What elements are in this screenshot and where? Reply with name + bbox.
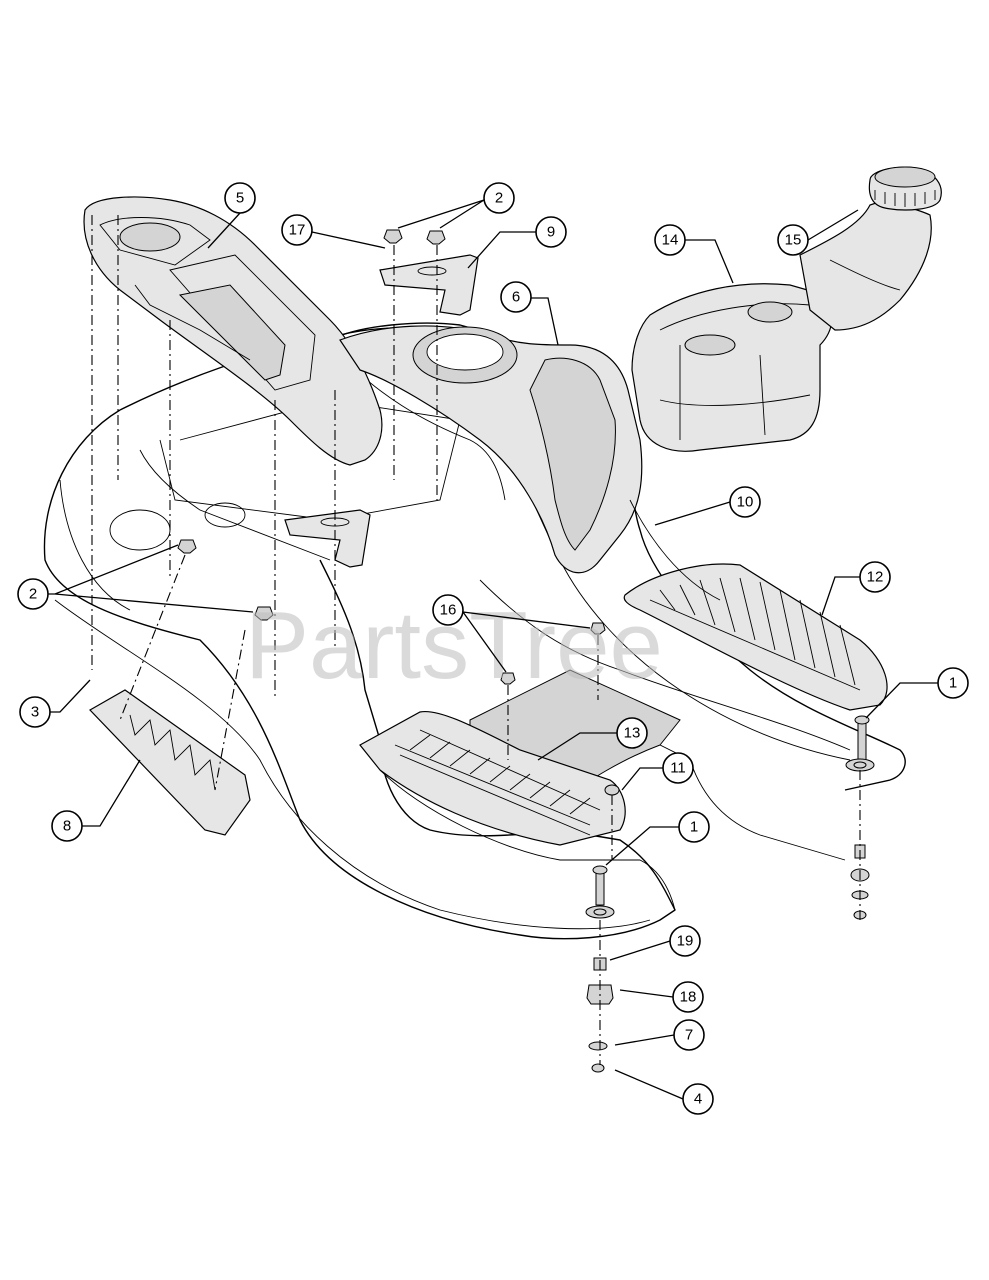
callout-2-left[interactable]: 2 — [17, 578, 49, 610]
callout-label: 11 — [670, 760, 686, 777]
callout-label: 19 — [677, 933, 694, 950]
callout-5[interactable]: 5 — [224, 182, 256, 214]
bolts-part-2 — [177, 229, 606, 685]
callout-1-center[interactable]: 1 — [678, 811, 710, 843]
dash-part-6 — [339, 325, 643, 574]
callout-label: 18 — [680, 989, 697, 1006]
leader-lines — [33, 199, 938, 1100]
bracket-part-9 — [284, 254, 479, 568]
callout-9[interactable]: 9 — [535, 216, 567, 248]
callout-15[interactable]: 15 — [777, 224, 809, 256]
callout-3[interactable]: 3 — [19, 696, 51, 728]
callout-label: 5 — [236, 190, 244, 207]
callout-12[interactable]: 12 — [859, 561, 891, 593]
callout-label: 3 — [31, 704, 39, 721]
callout-16[interactable]: 16 — [432, 594, 464, 626]
fuel-tank-part-14 — [631, 199, 932, 452]
callout-10[interactable]: 10 — [729, 486, 761, 518]
footrest-part-12 — [623, 563, 888, 711]
fastener-stack-right — [845, 715, 875, 920]
callout-label: 8 — [63, 818, 71, 835]
callout-1-right[interactable]: 1 — [937, 667, 969, 699]
callout-label: 4 — [694, 1091, 702, 1108]
side-panel-part-10 — [629, 499, 721, 601]
callout-14[interactable]: 14 — [654, 224, 686, 256]
callout-label: 10 — [737, 494, 754, 511]
callout-label: 7 — [685, 1027, 693, 1044]
callout-label: 1 — [949, 675, 957, 692]
callout-label: 16 — [440, 602, 457, 619]
callout-13[interactable]: 13 — [616, 717, 648, 749]
callout-17[interactable]: 17 — [281, 214, 313, 246]
callout-18[interactable]: 18 — [672, 981, 704, 1013]
callout-label: 12 — [867, 569, 884, 586]
callout-7[interactable]: 7 — [673, 1019, 705, 1051]
callout-2-top[interactable]: 2 — [483, 182, 515, 214]
callout-label: 2 — [495, 190, 503, 207]
callout-4[interactable]: 4 — [682, 1083, 714, 1115]
callout-6[interactable]: 6 — [500, 281, 532, 313]
callout-11[interactable]: 11 — [662, 752, 694, 784]
callout-label: 15 — [785, 232, 802, 249]
fuel-cap-part-15 — [868, 166, 942, 211]
callout-label: 13 — [624, 725, 641, 742]
console-part-5 — [83, 196, 383, 466]
running-board-part-13 — [359, 669, 681, 911]
callout-label: 1 — [690, 819, 698, 836]
callout-label: 9 — [547, 224, 555, 241]
plate-part-8 — [89, 689, 251, 836]
callout-19[interactable]: 19 — [669, 925, 701, 957]
callout-label: 17 — [289, 222, 306, 239]
assembly-lines — [91, 215, 861, 1065]
callout-label: 14 — [662, 232, 679, 249]
callout-8[interactable]: 8 — [51, 810, 83, 842]
callout-label: 2 — [29, 586, 37, 603]
callout-label: 6 — [512, 289, 520, 306]
